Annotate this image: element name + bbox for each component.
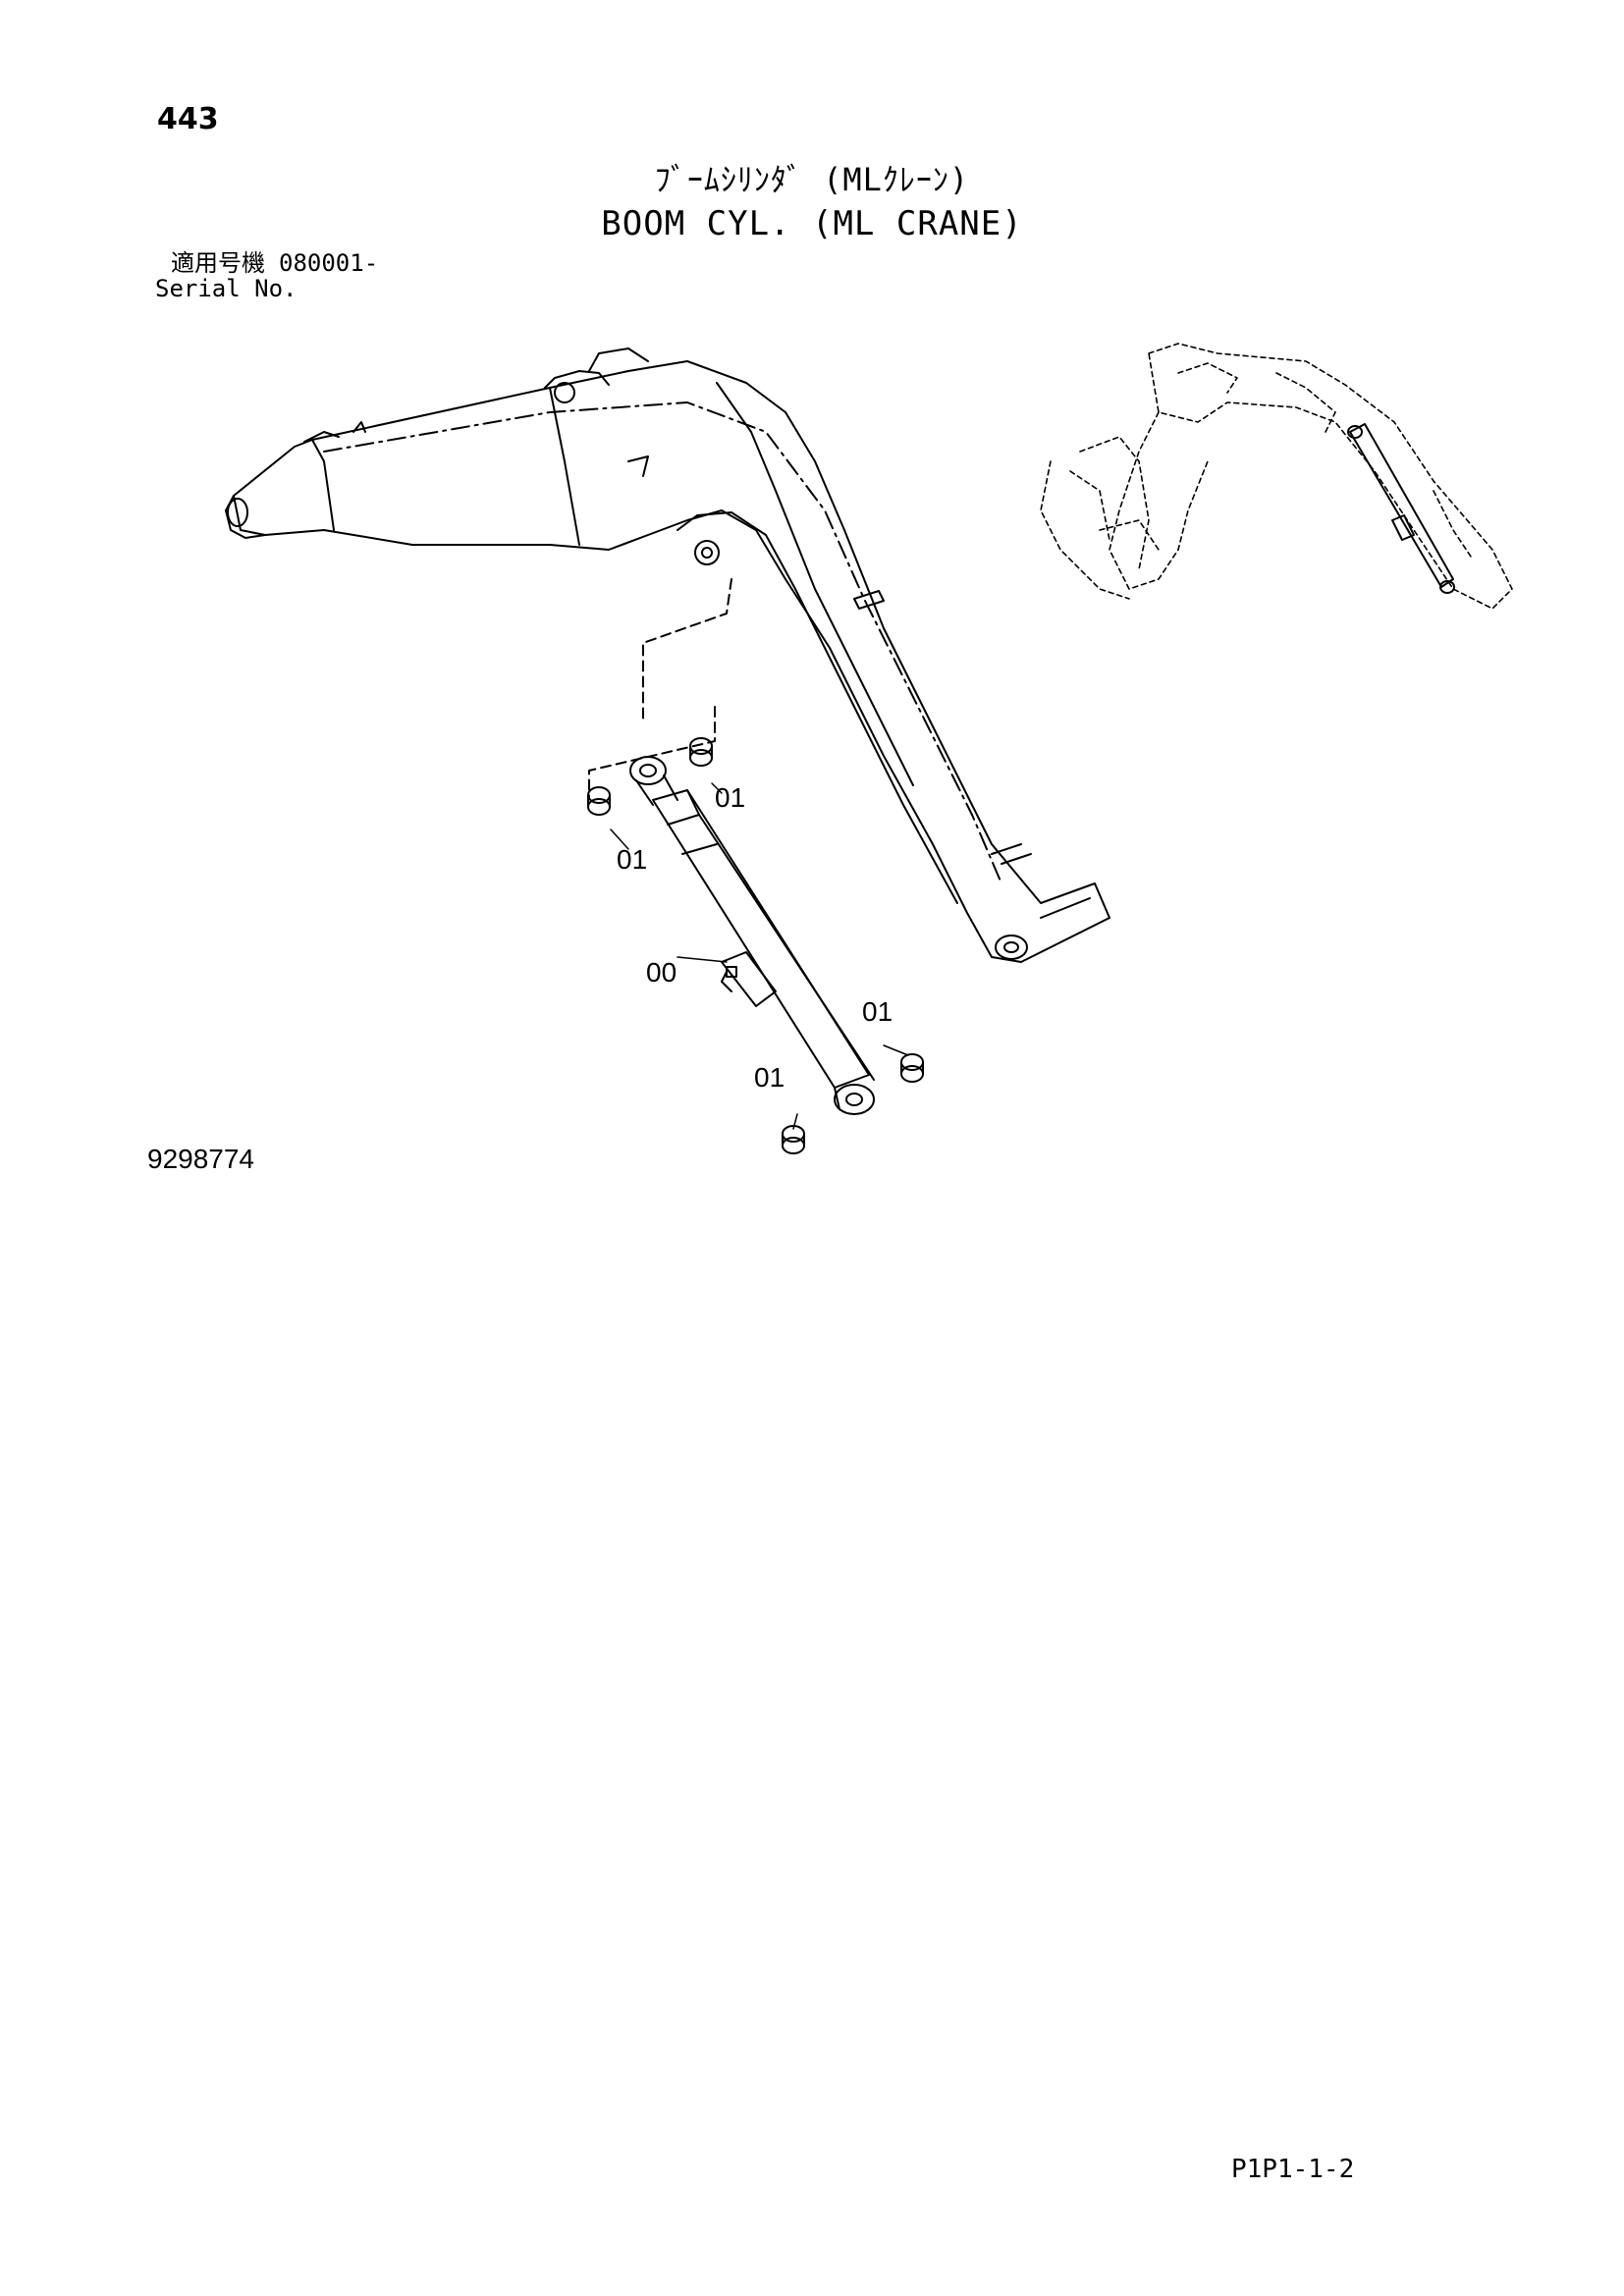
page-code: P1P1-1-2	[1231, 2155, 1355, 2184]
serial-label-jp: 適用号機	[171, 249, 265, 277]
alternate-view-outline	[1040, 343, 1513, 610]
callout-leaders	[610, 782, 909, 1130]
serial-label-en: Serial No.	[155, 275, 298, 302]
callout-label: 01	[715, 782, 745, 813]
callout-label: 00	[646, 957, 677, 988]
parts-diagram: 01 01 00 01 01	[225, 343, 1513, 1154]
bushings	[587, 737, 924, 1154]
serial-value: 080001-	[279, 249, 379, 277]
hose-line	[323, 401, 1002, 884]
serial-row-jp: 適用号機 080001-	[155, 250, 378, 276]
callout-label: 01	[754, 1062, 785, 1093]
title-english: BOOM CYL. (ML CRANE)	[601, 204, 1023, 243]
callout-label: 01	[862, 996, 893, 1027]
callout-label: 01	[617, 844, 647, 875]
boom-cylinder	[629, 756, 875, 1115]
title-japanese: ﾌﾞｰﾑｼﾘﾝﾀﾞ (MLｸﾚｰﾝ)	[654, 161, 970, 198]
leader-lines	[588, 578, 732, 798]
page-number: 443	[157, 102, 219, 136]
alternate-view-cylinder	[1347, 423, 1455, 594]
boom-arm	[225, 347, 1110, 963]
serial-block: 適用号機 080001- Serial No.	[155, 250, 378, 301]
drawing-number: 9298774	[147, 1144, 255, 1174]
